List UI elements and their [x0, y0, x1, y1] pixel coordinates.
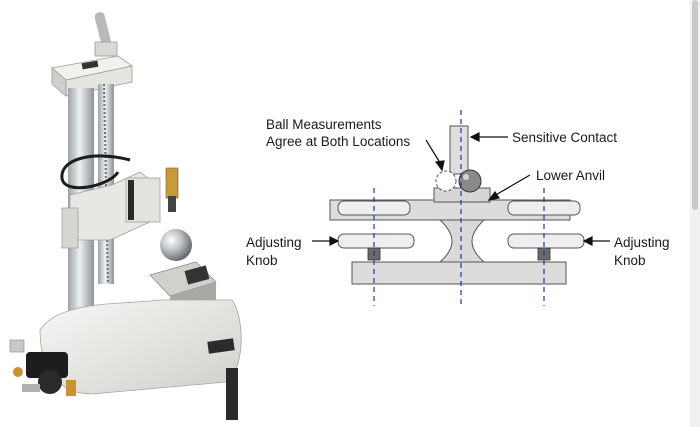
fixture-parts — [329, 125, 585, 285]
label-sensitive-contact: Sensitive Contact — [512, 130, 617, 145]
air-regulator — [9, 339, 76, 396]
base-plate — [351, 261, 567, 285]
label-ball-measurements-2: Agree at Both Locations — [266, 134, 410, 149]
scrollbar-thumb[interactable] — [692, 0, 698, 210]
label-adjusting-knob-left-1: Adjusting — [246, 235, 302, 250]
measuring-ball — [160, 229, 192, 261]
adjusting-knob-left-shape — [337, 233, 415, 249]
measurement-ball — [458, 169, 482, 193]
center-post — [438, 219, 486, 263]
sensitive-contact-spindle — [449, 125, 469, 175]
label-adjusting-knob-left-2: Knob — [246, 253, 278, 268]
label-adjusting-knob-right-2: Knob — [614, 253, 646, 268]
ball-alternate-position — [435, 170, 457, 192]
stand-base — [39, 299, 242, 420]
measuring-stand-photo — [9, 12, 242, 420]
label-ball-measurements-1: Ball Measurements — [266, 117, 382, 132]
centerlines — [373, 110, 545, 308]
vertical-scrollbar[interactable] — [690, 0, 700, 427]
callout-arrows — [312, 132, 610, 246]
adjusting-knob-right-shape — [507, 233, 585, 249]
label-adjusting-knob-right-1: Adjusting — [614, 235, 670, 250]
gauge-knob — [165, 167, 179, 212]
sensor-cable — [60, 154, 131, 190]
label-lower-anvil: Lower Anvil — [536, 168, 605, 183]
anvil-diagram: Ball Measurements Agree at Both Location… — [246, 110, 670, 308]
top-lever — [94, 12, 118, 57]
carriage-block — [61, 171, 161, 249]
